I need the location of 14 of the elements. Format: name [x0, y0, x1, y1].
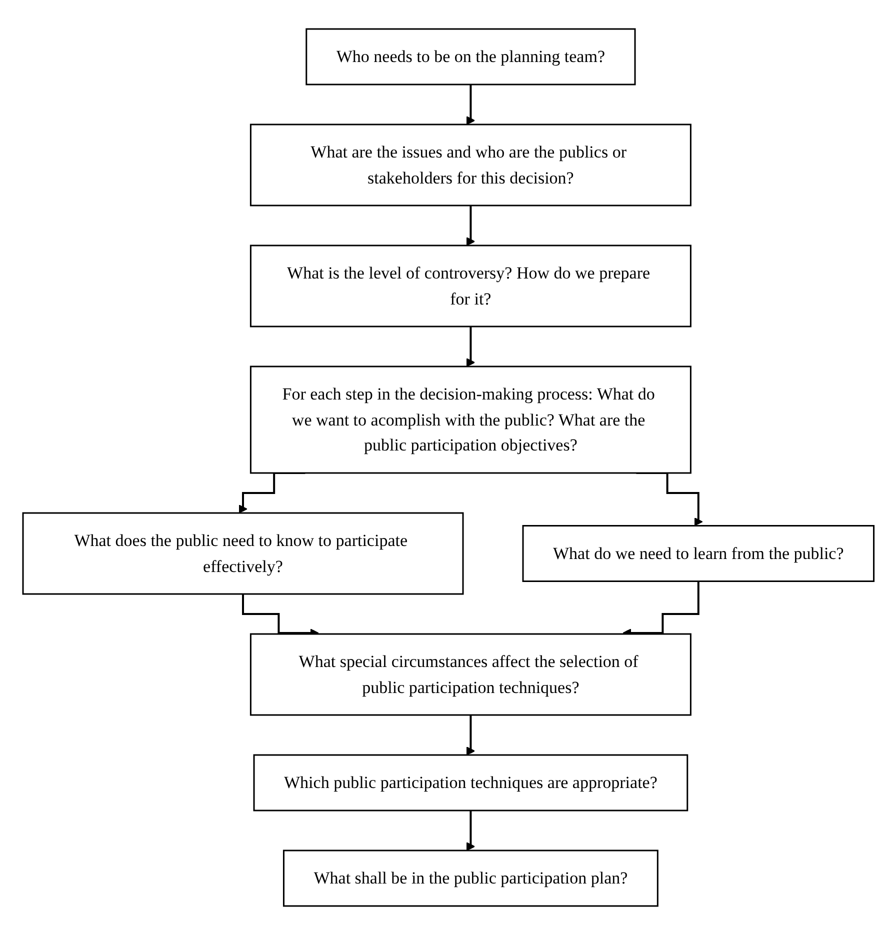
node-box: What does the public need to know to participate effectively?: [22, 512, 464, 594]
arrow: [466, 325, 475, 366]
arrow: [466, 809, 475, 850]
node-box: For each step in the decision-making process: What do we want to acomplish with the public? What are the public participation objectives?: [250, 365, 692, 474]
arrow: [466, 714, 475, 755]
node-box: What do we need to learn from the public?: [522, 524, 874, 582]
arrow: [466, 204, 475, 246]
node-box: What is the level of controversy? How do we prepare for it?: [250, 244, 692, 327]
node-box: Who needs to be on the planning team?: [305, 28, 636, 85]
node-box: What special circumstances affect the selection of public participation techniques?: [250, 632, 692, 716]
arrow: [466, 83, 475, 124]
node-box: Which public participation techniques are appropriate?: [252, 754, 688, 811]
node-box: What shall be in the public participation plan?: [282, 849, 658, 906]
node-box: What are the issues and who are the publics or stakeholders for this decision?: [250, 123, 692, 206]
